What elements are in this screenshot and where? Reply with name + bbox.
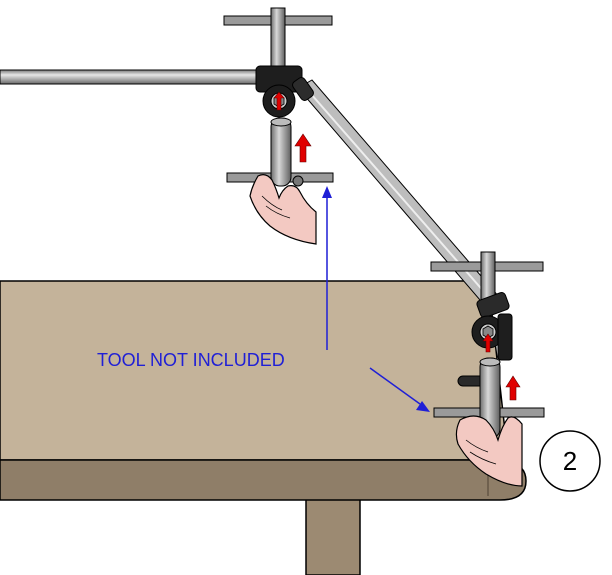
bracket-clamp-icon: [255, 65, 314, 118]
table-edge: [0, 459, 527, 501]
callout-arrows: [322, 186, 430, 412]
wrench-tool-icon: [226, 117, 334, 187]
arrow-up-icon: [273, 91, 285, 111]
t-handle-right: [430, 251, 544, 303]
wrench-tool-icon: [433, 357, 545, 439]
hand-icon: [249, 174, 317, 245]
tabletop: [0, 280, 508, 461]
t-handle-top: [223, 7, 333, 71]
arrow-up-icon: [505, 375, 521, 401]
step-badge: 2: [539, 430, 601, 492]
horizontal-tube: [0, 69, 263, 85]
bracket-clamp-icon: [471, 292, 513, 361]
tool-not-included-label: TOOL NOT INCLUDED: [97, 350, 285, 370]
table-leg: [305, 495, 361, 575]
arrow-up-icon: [482, 333, 494, 353]
arrow-up-icon: [294, 133, 312, 163]
hand-icon: [455, 415, 523, 487]
step-number: 2: [563, 446, 577, 476]
table: [0, 280, 527, 575]
